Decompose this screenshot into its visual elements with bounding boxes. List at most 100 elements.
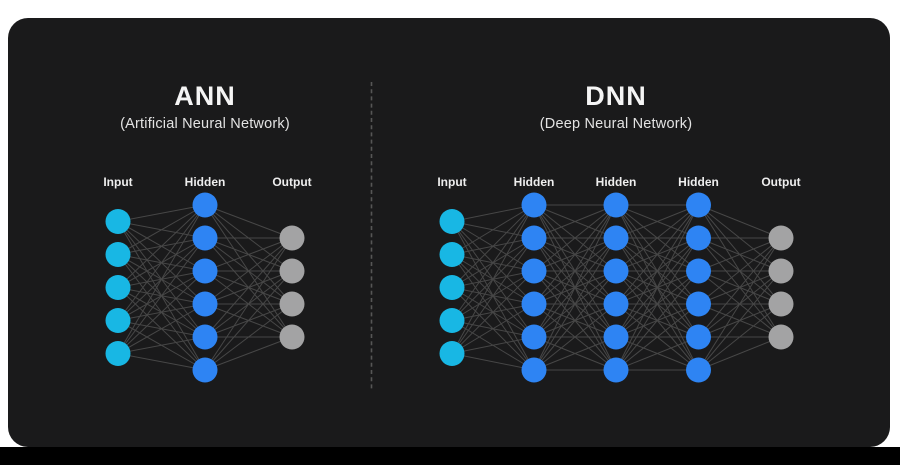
network-edge <box>117 204 206 255</box>
ann-output-node <box>279 291 305 317</box>
dnn-output-node <box>768 225 794 251</box>
dnn-input-node <box>439 242 465 267</box>
network-edge <box>204 336 293 371</box>
dnn-hidden-node <box>686 324 711 350</box>
network-edge <box>117 303 206 354</box>
dnn-hidden-node <box>521 258 547 284</box>
network-edge <box>117 353 206 371</box>
network-edge <box>533 204 617 272</box>
network-edge <box>204 204 293 239</box>
dnn-hidden-node <box>603 192 629 218</box>
dnn-edges <box>451 204 782 371</box>
dnn-hidden-node <box>603 258 629 284</box>
network-edge <box>117 336 206 354</box>
network-edge <box>698 237 782 272</box>
network-edge <box>533 270 617 371</box>
dnn-subtitle: (Deep Neural Network) <box>539 116 693 132</box>
ann-output-node <box>279 225 305 251</box>
network-edge <box>204 237 293 371</box>
ann-input-node <box>105 209 131 234</box>
dnn-hidden-node <box>521 192 547 218</box>
ann-input-node <box>105 242 131 267</box>
network-edge <box>533 204 617 338</box>
network-edge <box>451 353 535 371</box>
network-edge <box>533 204 617 305</box>
dnn-hidden-node <box>521 291 547 317</box>
layer-label: Output <box>272 175 311 189</box>
dnn-hidden-node <box>603 225 629 251</box>
network-edge <box>117 204 206 222</box>
ann-input-node <box>105 308 131 333</box>
network-edge <box>698 204 782 239</box>
dnn-title: DNN <box>585 81 647 111</box>
dnn-hidden-node <box>686 357 711 383</box>
bottom-black-band <box>0 447 900 465</box>
ann-hidden-node <box>192 192 218 218</box>
network-edge <box>615 204 699 272</box>
network-edge <box>533 204 617 239</box>
network-edge <box>615 303 699 371</box>
network-edge <box>204 237 293 272</box>
network-edge <box>698 237 782 305</box>
dnn-hidden-node <box>603 291 629 317</box>
network-edge <box>451 237 535 354</box>
layer-label: Output <box>761 175 800 189</box>
network-edge <box>698 303 782 371</box>
ann-output-node <box>279 324 305 350</box>
ann-hidden-node <box>192 357 218 383</box>
network-edge <box>204 303 293 371</box>
dnn-hidden-node <box>686 291 711 317</box>
network-edge <box>117 270 206 354</box>
dnn-hidden-node <box>603 357 629 383</box>
network-edge <box>451 336 535 354</box>
network-edge <box>451 204 535 222</box>
network-edge <box>533 204 617 371</box>
network-edge <box>698 237 782 338</box>
ann-hidden-node <box>192 324 218 350</box>
network-edge <box>204 270 293 371</box>
network-edge <box>204 237 293 338</box>
dnn-title-block: DNN (Deep Neural Network) <box>456 81 776 133</box>
network-edge <box>451 303 535 354</box>
network-edge <box>117 204 206 321</box>
network-edge <box>615 204 699 305</box>
network-edge <box>698 270 782 371</box>
dnn-hidden-node <box>521 225 547 251</box>
dnn-hidden-node <box>686 192 711 218</box>
network-edge <box>117 204 206 288</box>
network-edge <box>117 237 206 354</box>
layer-label: Hidden <box>596 175 637 189</box>
dnn-input-node <box>439 275 465 300</box>
dnn-hidden-node <box>603 324 629 350</box>
dnn-hidden-node <box>521 357 547 383</box>
ann-title-block: ANN (Artificial Neural Network) <box>45 83 365 133</box>
dnn-output-node <box>768 291 794 317</box>
network-edge <box>451 204 535 321</box>
layer-label: Hidden <box>185 175 226 189</box>
ann-output-node <box>279 258 305 284</box>
network-edge <box>615 336 699 371</box>
ann-edges <box>117 204 293 371</box>
ann-subtitle: (Artificial Neural Network) <box>120 116 290 132</box>
network-edge <box>451 204 535 288</box>
dnn-input-node <box>439 209 465 234</box>
dnn-input-node <box>439 308 465 333</box>
dnn-output-node <box>768 324 794 350</box>
network-edge <box>451 204 535 354</box>
network-edge <box>117 204 206 354</box>
layer-label: Hidden <box>678 175 719 189</box>
ann-hidden-node <box>192 225 218 251</box>
network-edge <box>451 204 535 255</box>
dnn-hidden-node <box>686 258 711 284</box>
network-edge <box>615 204 699 371</box>
dnn-hidden-node <box>686 225 711 251</box>
dnn-input-node <box>439 341 465 366</box>
network-edge <box>615 237 699 371</box>
network-edge <box>698 336 782 371</box>
network-edge <box>451 270 535 354</box>
ann-input-node <box>105 341 131 366</box>
layer-label: Input <box>103 175 132 189</box>
network-edge <box>615 204 699 338</box>
